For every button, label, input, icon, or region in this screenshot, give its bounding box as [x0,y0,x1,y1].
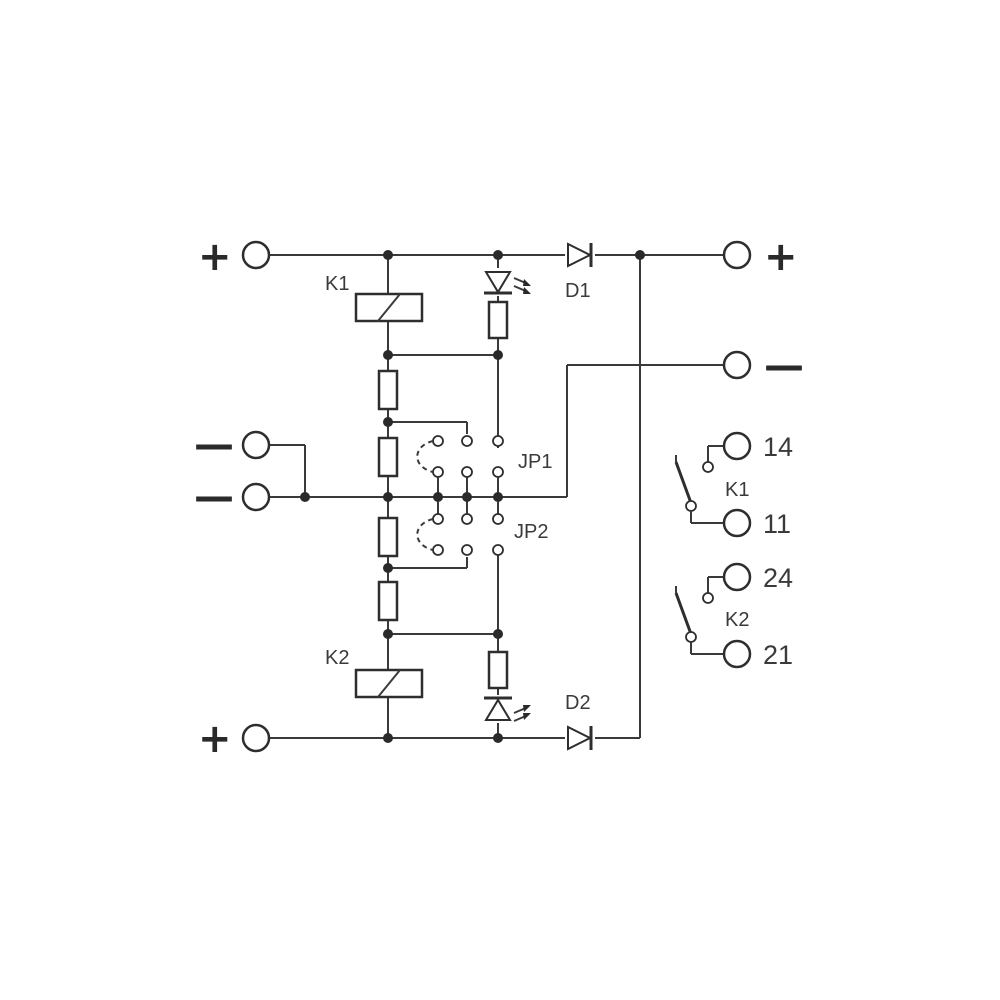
terminal-right-plus [722,240,752,270]
label-k2: K2 [325,647,349,669]
terminal-left-plus-bottom [241,723,271,753]
sign-plus-right: + [764,234,798,280]
sign-plus-left-top: + [198,234,232,280]
terminal-left-plus-top [241,240,271,270]
terminal-numbers: 14 11 24 21 [763,432,793,670]
sign-minus-right: — [764,343,804,389]
terminal-left-minus-1 [241,430,271,460]
relay-coil-k1 [354,292,424,323]
relay-contact-k1 [674,445,723,524]
junctions [300,250,645,743]
jumper-jp2 [416,513,504,556]
label-k1: K1 [325,273,349,295]
resistor-r1 [377,369,399,411]
resistors [377,300,509,690]
led-top [484,268,531,296]
terminal-left-minus-2 [241,482,271,512]
led-bottom [484,695,531,723]
component-labels: K1 K2 D1 D2 JP1 JP2 K1 K2 [325,273,749,714]
terminal-label-11: 11 [763,509,791,539]
sign-minus-left-1: — [194,422,234,468]
terminal-right-minus [722,350,752,380]
sign-plus-left-bottom: + [198,716,232,762]
terminal-label-24: 24 [763,563,793,593]
terminal-11 [722,508,752,538]
label-jp1: JP1 [518,451,552,473]
terminals [241,240,752,753]
terminal-label-21: 21 [763,640,793,670]
resistor-r2 [377,436,399,478]
label-contact-k1: K1 [725,479,749,501]
resistor-led-top [487,300,509,340]
sign-minus-left-2: — [194,474,234,520]
resistor-r4 [377,580,399,622]
diode-d1 [567,242,593,268]
polarity-signs: + — — + + — [194,234,804,762]
diode-d2 [567,725,593,751]
label-d2: D2 [565,692,591,714]
relay-contact-k2 [674,576,723,655]
terminal-label-14: 14 [763,432,793,462]
terminal-21 [722,639,752,669]
relay-coil-k2 [354,668,424,699]
label-contact-k2: K2 [725,609,749,631]
terminal-24 [722,562,752,592]
resistor-led-bottom [487,650,509,690]
terminal-14 [722,431,752,461]
label-jp2: JP2 [514,521,548,543]
jumper-jp1 [416,435,504,478]
label-d1: D1 [565,280,591,302]
resistor-r3 [377,516,399,558]
